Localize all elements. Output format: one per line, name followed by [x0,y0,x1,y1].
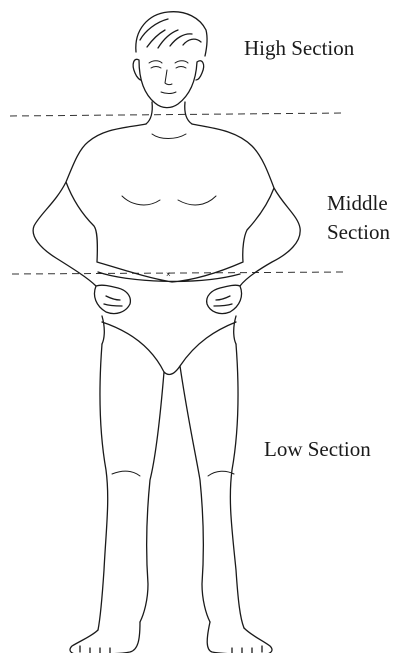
right-foot [207,622,272,653]
briefs [102,316,236,374]
middle-section-label-line1: Middle [327,189,390,218]
right-fist [207,285,242,313]
head-outline [133,59,203,107]
middle-section-label: Middle Section [327,189,390,247]
middle-section-label-line2: Section [327,218,390,247]
torso-and-arms-outline [33,124,300,286]
left-foot [70,622,140,653]
neck [146,102,192,124]
high-middle-divider-line [10,113,345,116]
low-section-label: Low Section [264,435,371,464]
high-section-label: High Section [244,34,354,63]
left-fist [94,285,130,313]
face-features [149,61,188,94]
chest-details [122,134,216,205]
legs-outline [98,344,244,630]
knee-details [112,471,234,476]
hair [136,12,207,56]
navel-mark: × [166,270,171,279]
middle-low-divider-line [12,272,345,274]
